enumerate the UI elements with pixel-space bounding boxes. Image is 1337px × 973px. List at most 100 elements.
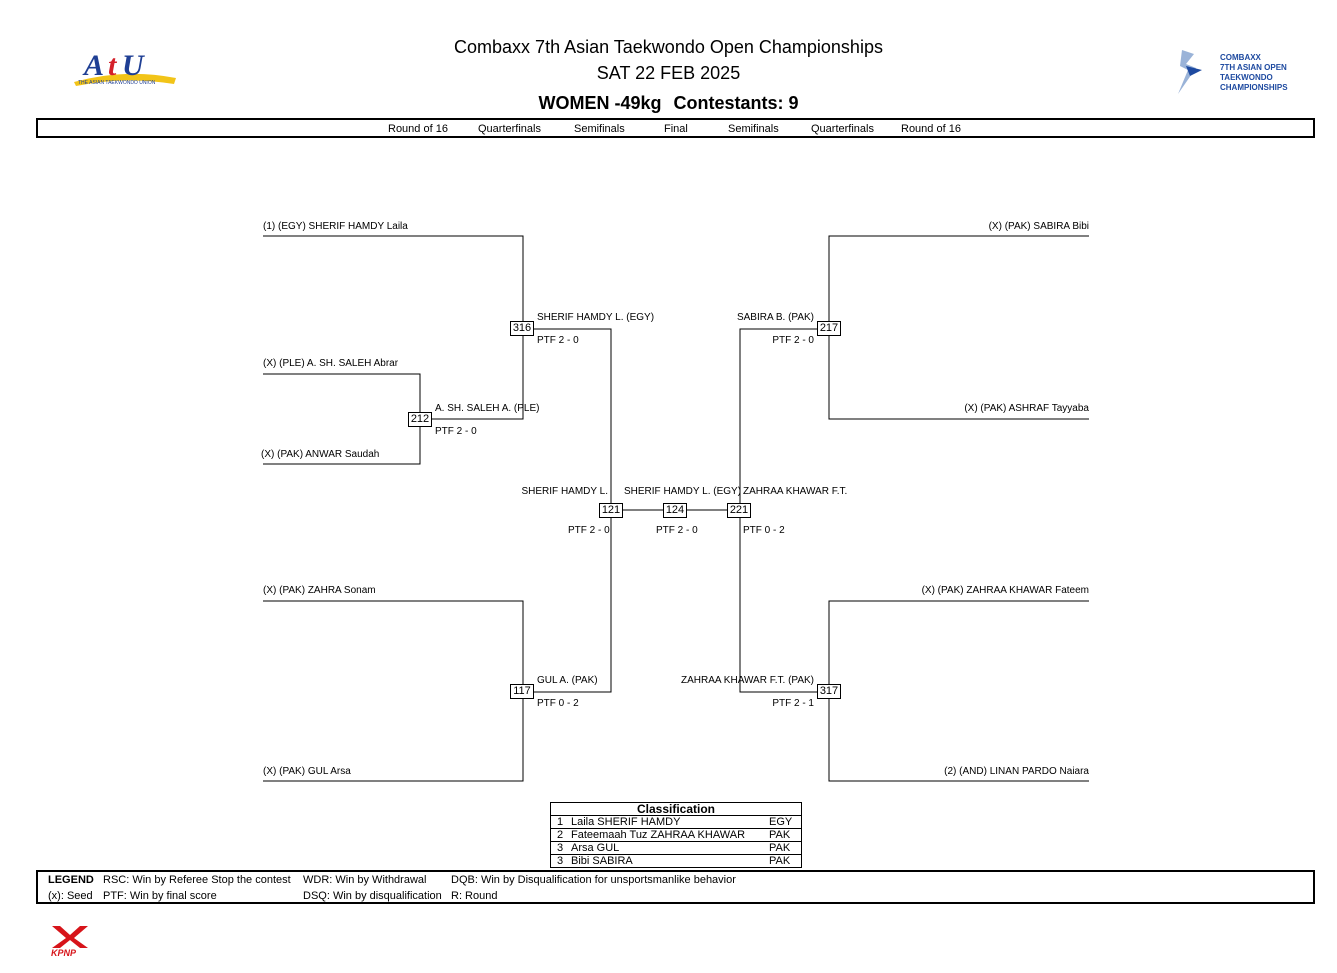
kpnp-logo: KPNP: [48, 924, 92, 958]
match-result-117: PTF 0 - 2: [537, 698, 579, 709]
line-l3: [263, 419, 421, 465]
entrant-l2: (X) (PLE) A. SH. SALEH Abrar: [263, 358, 399, 369]
entrant-r1: (X) (PAK) SABIRA Bibi: [988, 221, 1089, 232]
match-result-124: PTF 2 - 0: [656, 525, 698, 536]
svg-text:THE ASIAN TAEKWONDO UNION: THE ASIAN TAEKWONDO UNION: [78, 80, 156, 86]
entrant-l1: (1) (EGY) SHERIF HAMDY Laila: [263, 221, 408, 232]
atu-logo-letters: A: [82, 49, 104, 82]
classification-rank: 3: [557, 842, 564, 854]
match-result-317: PTF 2 - 1: [772, 698, 814, 709]
classification-table: Classification 1 Laila SHERIF HAMDY EGY …: [550, 802, 802, 868]
legend-ptf: PTF: Win by final score: [103, 890, 217, 902]
classification-row: 3 Bibi SABIRA PAK: [551, 855, 801, 867]
event-date: SAT 22 FEB 2025: [596, 63, 741, 83]
match-box-212: 212: [408, 412, 432, 427]
match-winner-317: ZAHRAA KHAWAR F.T. (PAK): [681, 675, 814, 686]
classification-nation: PAK: [769, 842, 791, 854]
classification-rank: 2: [557, 829, 564, 841]
match-box-117: 117: [510, 684, 534, 699]
entrant-l5: (X) (PAK) GUL Arsa: [263, 766, 351, 777]
match-winner-124: SHERIF HAMDY L. (EGY): [624, 486, 742, 497]
match-winner-316: SHERIF HAMDY L. (EGY): [537, 312, 655, 323]
round-label-final: Final: [664, 123, 688, 135]
line-l2: [263, 373, 421, 419]
line-r4: [828, 692, 1089, 782]
event-title: Combaxx 7th Asian Taekwondo Open Champio…: [454, 37, 883, 57]
svg-text:U: U: [122, 49, 145, 82]
classification-row: 1 Laila SHERIF HAMDY EGY: [551, 816, 801, 829]
match-box-317: 317: [817, 684, 841, 699]
match-winner-117: GUL A. (PAK): [537, 675, 598, 686]
classification-row: 2 Fateemaah Tuz ZAHRAA KHAWAR PAK: [551, 829, 801, 842]
line-m212: [420, 329, 524, 420]
legend-label: LEGEND: [48, 874, 94, 886]
match-box-316: 316: [510, 321, 534, 336]
combaxx-line-3: TAEKWONDO: [1220, 73, 1273, 82]
classification-nation: PAK: [769, 829, 791, 841]
combaxx-line-4: CHAMPIONSHIPS: [1220, 83, 1288, 92]
classification-nation: PAK: [769, 855, 791, 867]
combaxx-line-2: 7TH ASIAN OPEN: [1220, 63, 1287, 72]
line-r3: [828, 600, 1089, 692]
match-box-121: 121: [599, 503, 623, 518]
entrant-r4: (2) (AND) LINAN PARDO Naiara: [944, 766, 1089, 777]
entrant-r2: (X) (PAK) ASHRAF Tayyaba: [964, 403, 1089, 414]
line-m316: [523, 328, 612, 510]
round-label-right-qf: Quarterfinals: [811, 123, 874, 135]
round-label-left-qf: Quarterfinals: [478, 123, 541, 135]
line-m217: [739, 328, 829, 510]
entrant-r3: (X) (PAK) ZAHRAA KHAWAR Fateem: [921, 585, 1089, 596]
match-result-316: PTF 2 - 0: [537, 335, 579, 346]
classification-row: 3 Arsa GUL PAK: [551, 842, 801, 855]
atu-logo: A t U THE ASIAN TAEKWONDO UNION: [70, 42, 180, 88]
classification-name: Bibi SABIRA: [571, 855, 633, 867]
match-winner-212: A. SH. SALEH A. (PLE): [435, 403, 540, 414]
round-label-left-sf: Semifinals: [574, 123, 625, 135]
combaxx-logo: COMBAXX 7TH ASIAN OPEN TAEKWONDO CHAMPIO…: [1172, 44, 1288, 100]
line-m317: [739, 510, 829, 693]
classification-rank: 1: [557, 816, 564, 828]
match-box-124: 124: [663, 503, 687, 518]
match-result-217: PTF 2 - 0: [772, 335, 814, 346]
entrant-l4: (X) (PAK) ZAHRA Sonam: [263, 585, 376, 596]
line-l5: [263, 692, 524, 782]
round-header-bar: Round of 16 Quarterfinals Semifinals Fin…: [36, 118, 1315, 138]
legend-box: LEGEND (x): Seed RSC: Win by Referee Sto…: [36, 870, 1315, 904]
legend-dqb: DQB: Win by Disqualification for unsport…: [451, 874, 736, 886]
line-l4: [263, 600, 524, 692]
combaxx-line-1: COMBAXX: [1220, 53, 1262, 62]
match-result-221: PTF 0 - 2: [743, 525, 785, 536]
match-result-212: PTF 2 - 0: [435, 426, 477, 437]
match-winner-121: SHERIF HAMDY L.: [521, 486, 609, 497]
round-label-left-r16: Round of 16: [388, 123, 448, 135]
match-winner-221: ZAHRAA KHAWAR F.T.: [743, 486, 848, 497]
classification-name: Laila SHERIF HAMDY: [571, 816, 681, 828]
legend-seed: (x): Seed: [48, 890, 93, 902]
classification-nation: EGY: [769, 816, 793, 828]
match-winner-217: SABIRA B. (PAK): [736, 312, 814, 323]
classification-name: Fateemaah Tuz ZAHRAA KHAWAR: [571, 829, 746, 841]
match-box-217: 217: [817, 321, 841, 336]
legend-rsc: RSC: Win by Referee Stop the contest: [103, 874, 291, 886]
line-m117: [523, 510, 612, 693]
category-heading: WOMEN -49kg Contestants: 9: [0, 93, 1337, 114]
classification-name: Arsa GUL: [571, 842, 620, 854]
contestants-count: Contestants: 9: [673, 93, 799, 113]
svg-text:t: t: [108, 49, 118, 82]
legend-wdr: WDR: Win by Withdrawal: [303, 874, 427, 886]
legend-round: R: Round: [451, 890, 498, 902]
match-result-121: PTF 2 - 0: [568, 525, 610, 536]
classification-title: Classification: [551, 803, 801, 816]
round-label-right-sf: Semifinals: [728, 123, 779, 135]
round-label-right-r16: Round of 16: [901, 123, 961, 135]
classification-rank: 3: [557, 855, 564, 867]
line-r1: [828, 235, 1089, 329]
category-label: WOMEN -49kg: [538, 93, 662, 113]
kpnp-logo-text: KPNP: [51, 948, 77, 958]
line-l1: [263, 235, 524, 329]
entrant-l3: (X) (PAK) ANWAR Saudah: [261, 449, 380, 460]
match-box-221: 221: [727, 503, 751, 518]
line-r2: [828, 329, 1089, 420]
legend-dsq: DSQ: Win by disqualification: [303, 890, 442, 902]
